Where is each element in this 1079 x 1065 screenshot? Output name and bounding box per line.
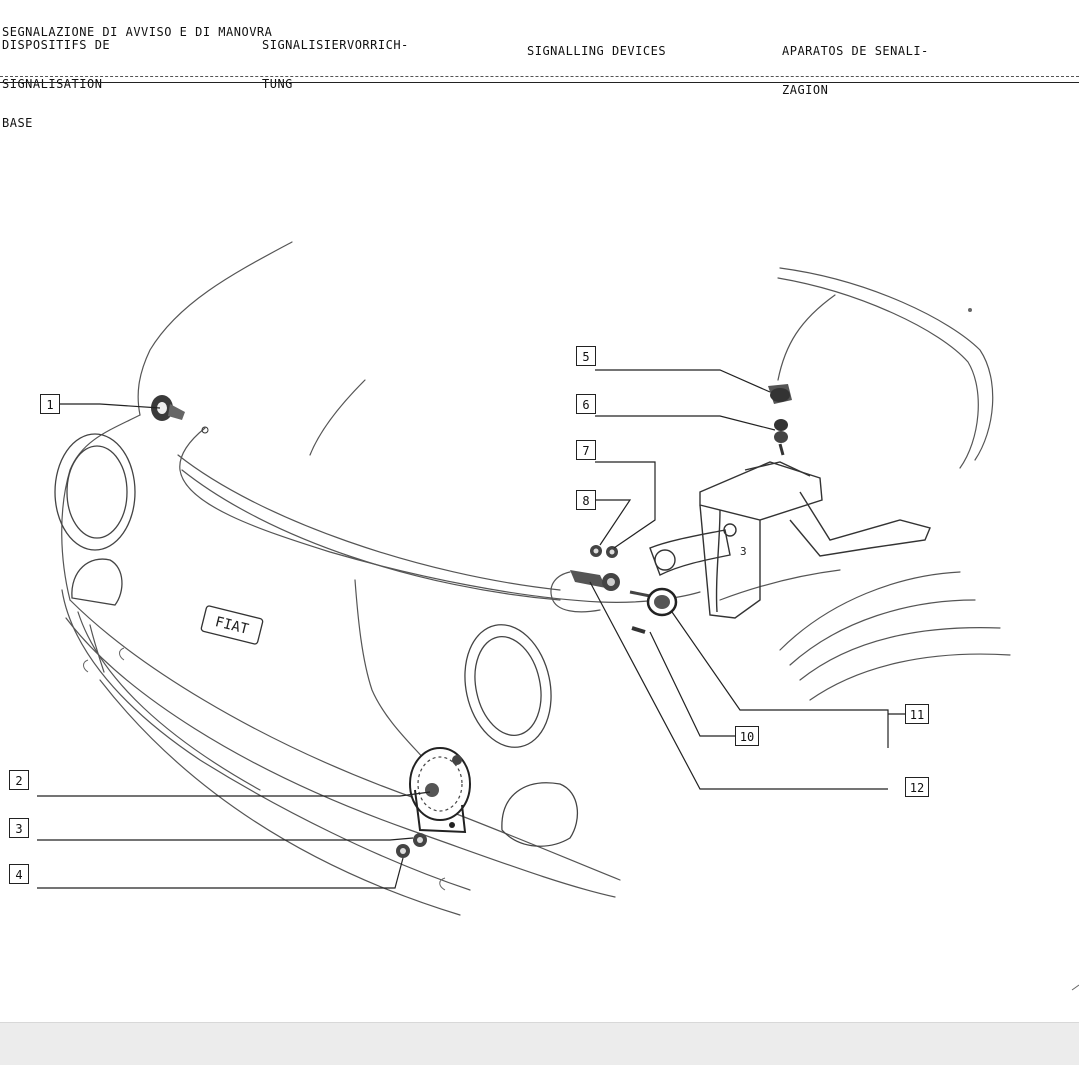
lower-valance [100, 680, 460, 915]
callout-7: 7 [576, 440, 596, 460]
lower-body [62, 590, 470, 890]
cowl-arc-inner [778, 278, 978, 468]
callout-2: 2 [9, 770, 29, 790]
header-en-line1: SIGNALLING DEVICES [527, 45, 666, 58]
header-de-line1: SIGNALISIERVORRICH- [262, 39, 409, 52]
headlamps [55, 434, 562, 755]
parts-7-8-nuts [590, 545, 618, 558]
callout-8: 8 [576, 490, 596, 510]
hood-crease [310, 380, 365, 455]
parts-5-6-switch [768, 384, 792, 455]
wire-harness [180, 428, 700, 602]
diagram-drawing: FIAT [0, 84, 1079, 1019]
header: SEGNALAZIONE DI AVVISO E DI MANOVRA DISP… [0, 0, 1079, 84]
left-turn-lamp [72, 559, 122, 605]
parts-3-4-fasteners [396, 833, 427, 858]
signalling-diagram: FIAT [0, 84, 1079, 1019]
floor-arc-4 [810, 654, 1010, 700]
part-1-switch [151, 395, 208, 433]
front-trim-line-inner [182, 470, 560, 600]
callout-6: 6 [576, 394, 596, 414]
callout-10: 10 [735, 726, 759, 746]
callout-3: 3 [9, 818, 29, 838]
car-hood-outline [138, 242, 292, 415]
header-rule [0, 82, 1079, 83]
callout-5: 5 [576, 346, 596, 366]
viewer-footer-bar [0, 1022, 1079, 1065]
callout-4: 4 [9, 864, 29, 884]
leader-lines [37, 370, 905, 888]
header-dashed-rule [0, 76, 1079, 77]
callout-1: 1 [40, 394, 60, 414]
callout-12: 12 [905, 777, 929, 797]
wire-to-horn [355, 580, 425, 760]
header-fr-line1: DISPOSITIFS DE [2, 39, 110, 52]
header-es-line1: APARATOS DE SENALI- [782, 45, 929, 58]
floor-line [720, 570, 840, 600]
bracket-label: 3 [740, 545, 747, 558]
front-trim-line [178, 455, 560, 590]
cable-to-buzzer [778, 295, 835, 380]
left-headlamp-inner [67, 446, 127, 538]
fiat-emblem-text: FIAT [213, 614, 250, 638]
callout-11: 11 [905, 704, 929, 724]
cowl-arc [780, 268, 993, 460]
turn-lamps [72, 559, 578, 846]
fiat-emblem: FIAT [201, 605, 264, 644]
floor-arc-1 [780, 572, 960, 650]
part-2-horn [410, 748, 470, 832]
header-english: SIGNALLING DEVICES [527, 19, 666, 84]
